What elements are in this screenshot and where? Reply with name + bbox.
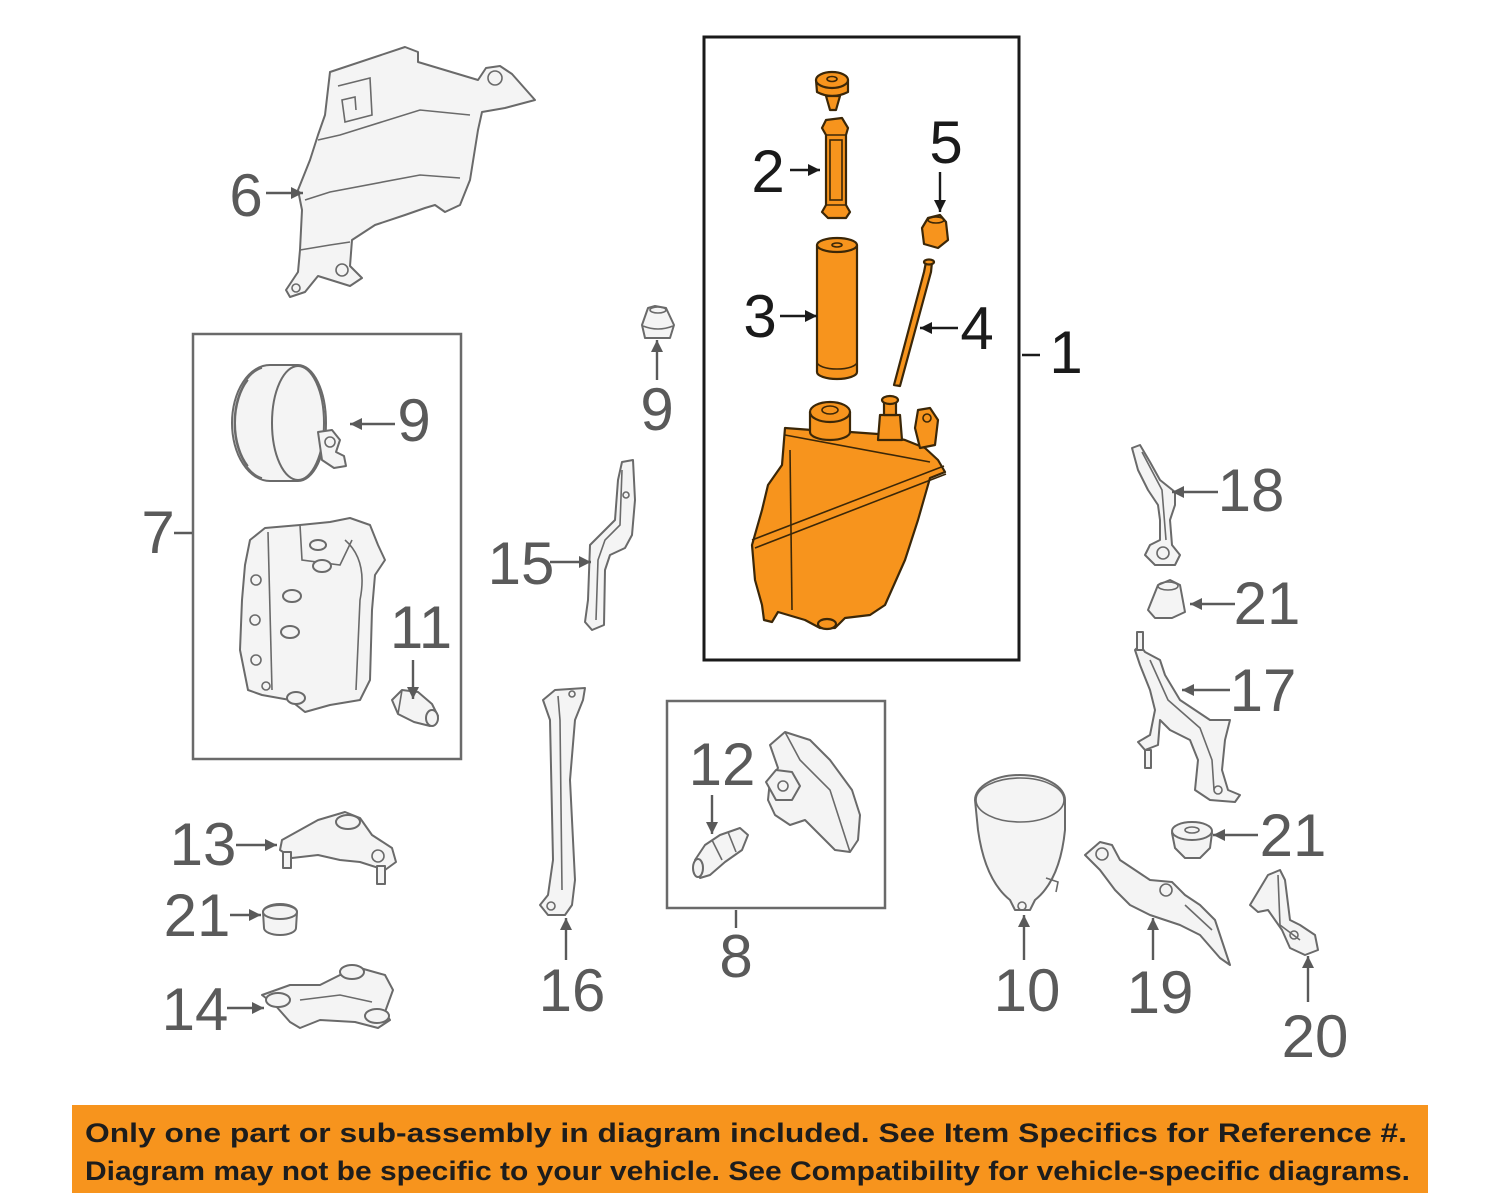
wiring-connector <box>765 731 861 853</box>
reservoir-bracket <box>1131 444 1181 566</box>
callout-4: 4 <box>960 295 993 362</box>
level-dipstick <box>892 258 936 388</box>
fluid-reservoir <box>750 394 947 631</box>
vertical-bracket <box>584 459 636 631</box>
pressure-switch <box>692 827 749 879</box>
small-bracket <box>1249 869 1319 956</box>
reservoir-assembly-frame <box>702 35 1021 662</box>
callout-12: 12 <box>689 731 756 798</box>
vent-cap <box>920 213 950 250</box>
accumulator-bracket <box>1084 841 1231 966</box>
callout-10: 10 <box>994 957 1061 1024</box>
notice-line-2: Diagram may not be specific to your vehi… <box>85 1156 1410 1186</box>
mount-plate-upper <box>279 811 397 885</box>
callout-15: 15 <box>488 530 555 597</box>
callout-16: 16 <box>539 957 606 1024</box>
callout-6: 6 <box>229 162 262 229</box>
callout-7: 7 <box>141 499 174 566</box>
callout-5: 5 <box>929 109 962 176</box>
pump-body <box>239 517 386 713</box>
callout-17: 17 <box>1230 657 1297 724</box>
callout-11: 11 <box>390 594 452 661</box>
callout-2: 2 <box>751 138 784 205</box>
callout-9-bushing: 9 <box>640 376 673 443</box>
callout-21-left: 21 <box>164 882 231 949</box>
callout-14: 14 <box>162 976 229 1043</box>
callout-21-lower-right: 21 <box>1260 802 1327 869</box>
grommet-right-upper <box>1147 579 1186 619</box>
pressure-sensor <box>391 689 439 727</box>
pressure-accumulator <box>974 774 1066 911</box>
callout-3: 3 <box>743 283 776 350</box>
pump-motor <box>231 364 347 482</box>
pump-assembly-frame <box>191 332 463 761</box>
reservoir-cap-knob <box>814 70 850 112</box>
callout-8: 8 <box>719 923 752 990</box>
support-strut <box>539 687 586 916</box>
filter-element <box>815 236 859 381</box>
callout-1: 1 <box>1049 319 1082 386</box>
grommet-right-lower <box>1171 821 1213 859</box>
heat-shield-bracket <box>285 46 536 298</box>
mount-plate-lower <box>261 964 394 1029</box>
callout-9-pump: 9 <box>397 387 430 454</box>
callout-19: 19 <box>1127 959 1194 1026</box>
callout-20: 20 <box>1282 1003 1349 1070</box>
mount-bushing <box>641 305 675 339</box>
sensor-kit-frame <box>665 699 887 910</box>
callout-21-upper-right: 21 <box>1234 570 1301 637</box>
notice-banner-background <box>72 1105 1428 1193</box>
callout-13: 13 <box>170 811 237 878</box>
dipstick-tube <box>820 116 852 220</box>
grommet-left <box>262 903 298 936</box>
notice-banner: Only one part or sub-assembly in diagram… <box>72 1105 1428 1193</box>
mounting-bracket <box>1134 631 1241 803</box>
callout-18: 18 <box>1218 457 1285 524</box>
notice-line-1: Only one part or sub-assembly in diagram… <box>85 1118 1407 1148</box>
